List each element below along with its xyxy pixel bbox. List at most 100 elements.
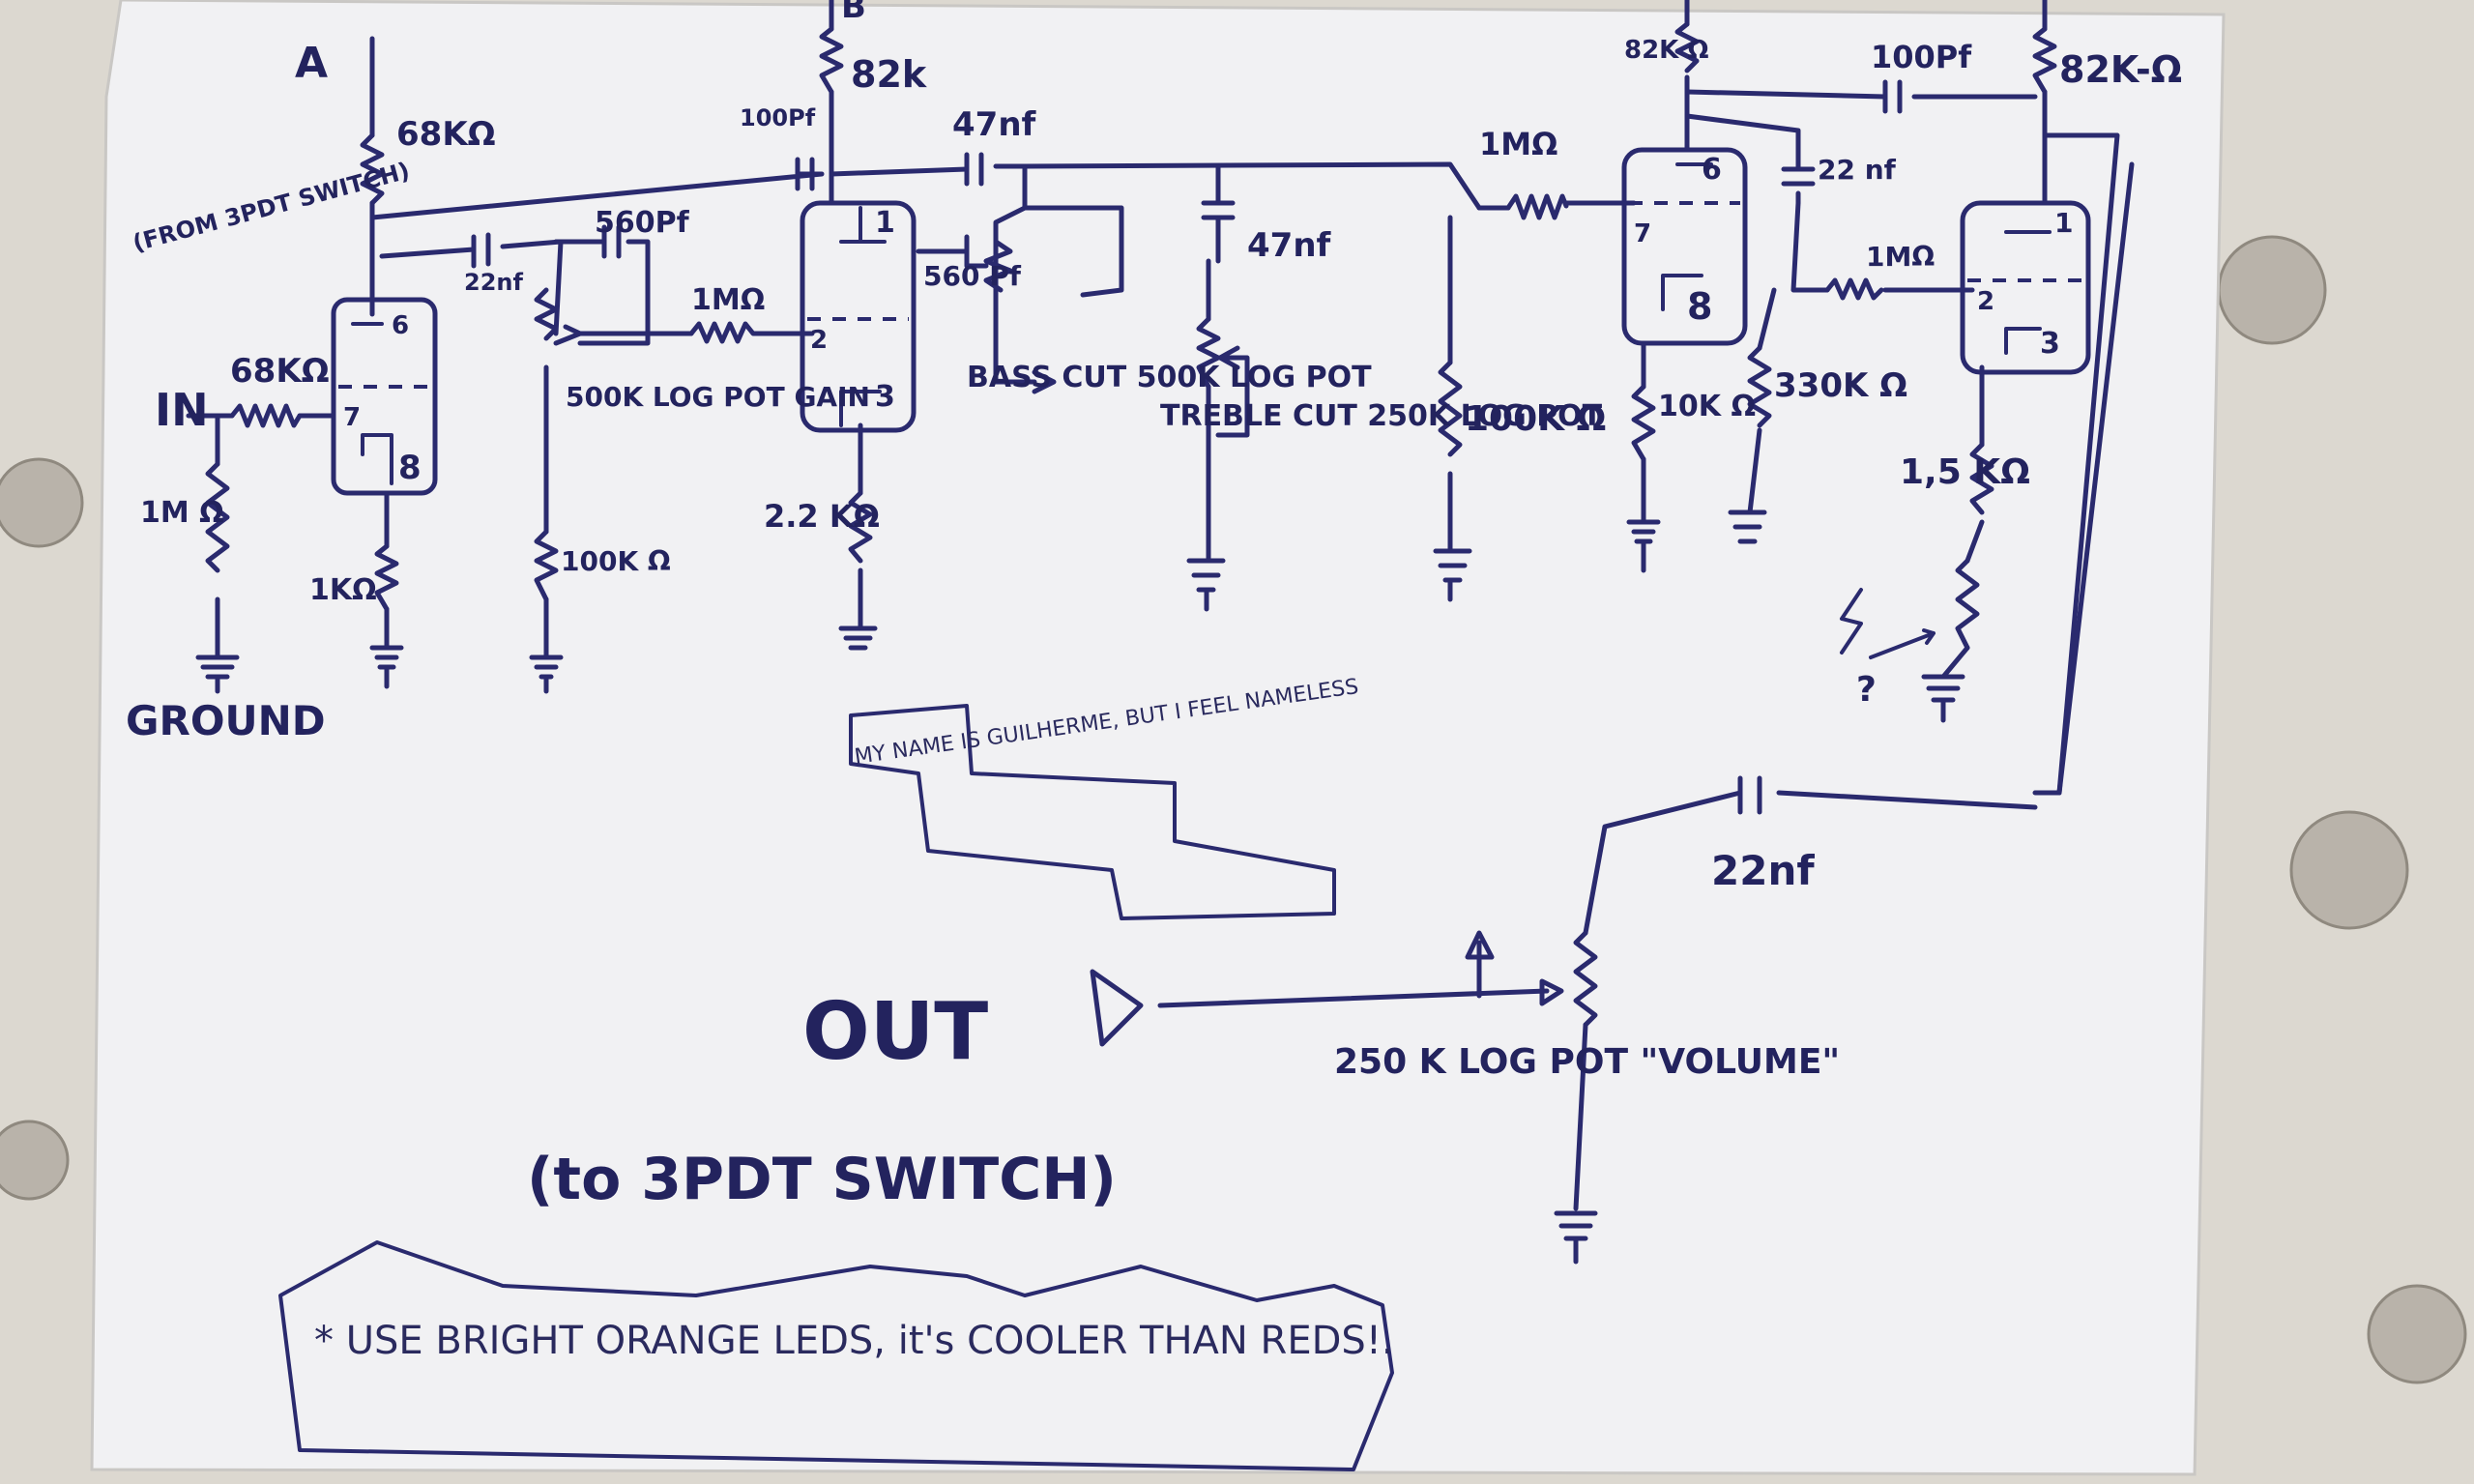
label-c-100pf-b: 100Pf [1871,39,1972,75]
pin-t3-top: 6 [1702,153,1722,187]
capacitor-560pf-a [601,224,622,259]
ground-arrow-bass [1032,369,1057,394]
label-c-22nf-out: 22nf [1711,847,1815,894]
capacitor-100pf-b [1882,79,1903,114]
label-treble-pot: TREBLE CUT 250K LOG POT [1160,399,1603,433]
volume-pot-arrow [1539,978,1564,1006]
resistor-82k-b [1674,21,1700,73]
resistor-1m-input [205,461,230,573]
ground-symbol-10 [1554,1210,1598,1265]
ground-symbol-2 [369,645,404,689]
resistors [205,21,2057,1028]
resistor-volume-pot [1573,930,1598,1028]
ground-symbol-3 [529,655,564,694]
label-r-1m-input: 1M Ω [140,496,224,530]
label-out: OUT [802,986,988,1078]
label-r-100k-b: 100K Ω [1465,399,1606,439]
capacitor-47nf-b [1201,200,1236,264]
resistor-bass-pot [983,239,1013,293]
tube-2 [800,200,917,433]
resistor-led [1955,558,1980,651]
label-a: A [295,39,328,88]
label-r-82k-b: 82K Ω [1624,36,1708,65]
out-arrowhead [1090,969,1144,1047]
labels: A B IN (FROM 3PDT SWITCH) 68KΩ 68KΩ 1M Ω… [126,0,2182,1363]
resistor-treble-pot [1196,316,1221,390]
tube-3 [1621,147,1748,346]
pin-t2-top: 1 [875,206,895,240]
label-c-22nf: 22nf [464,269,523,296]
pin-t4-top: 1 [2054,207,2073,239]
ground-symbol-4 [838,626,878,651]
resistor-1k [374,543,399,612]
volume-up-arrow [1465,930,1495,960]
led-note-text: * USE BRIGHT ORANGE LEDS, it's COOLER TH… [314,1319,1394,1363]
label-r-1m-a: 1MΩ [691,283,765,317]
label-in: IN [155,384,209,436]
wiring [186,0,2135,1211]
pin-t1-mid: 7 [343,403,361,432]
label-r-1m-b: 1MΩ [1479,126,1557,162]
ground-symbol-1 [195,655,240,694]
led-note-frame [278,1240,1394,1471]
label-b: B [841,0,866,26]
label-c-560pf-a: 560Pf [595,206,690,240]
led-arrow-icon [1869,628,1936,659]
resistor-100k-b [1438,360,1463,457]
grounds [195,369,1965,1265]
resistor-1m-b [1505,193,1569,220]
capacitors [471,79,1903,815]
ground-symbol-9 [1921,674,1965,723]
resistor-82k-a [819,26,844,95]
gain-pot-arrow [553,324,583,346]
led-lightning-icon [1840,588,1863,655]
pin-t2-mid: 2 [810,326,828,355]
capacitor-100pf-a [795,157,815,191]
resistor-10k [1631,384,1656,462]
label-c-47nf-a: 47nf [952,105,1037,144]
resistor-1k5 [1969,442,1994,515]
label-r-1k5: 1,5 KΩ [1900,452,2030,492]
resistor-330k [1747,345,1772,428]
pin-t3-mid: 7 [1634,219,1651,248]
resistor-68k-plate [360,132,385,206]
resistor-gain-pot [534,287,559,341]
ground-symbol-7 [1626,519,1661,573]
label-c-560pf-b: 560 Pf [923,260,1022,292]
pin-t3-bot: 8 [1687,285,1712,328]
tube-4 [1960,200,2091,375]
background-fabric [0,235,2467,1384]
label-r-10k: 10K Ω [1658,390,1756,423]
label-r-1m-c: 1MΩ [1866,241,1935,273]
label-c-100pf-a: 100Pf [740,104,816,131]
pin-t1-top: 6 [392,311,409,340]
label-led-question: ? [1856,670,1877,710]
resistor-68k-input [229,403,303,428]
capacitor-47nf-a [964,152,984,187]
label-to-switch: (to 3PDT SWITCH) [527,1146,1117,1213]
pin-t4-bot: 3 [2040,327,2060,361]
capacitor-22nf-a [471,232,491,269]
ground-symbol-5 [1186,558,1226,612]
pin-t1-bot: 8 [398,449,422,487]
paper-sheet [90,0,2226,1476]
label-ground: GROUND [126,697,326,744]
label-c-22nf-b: 22 nf [1818,154,1897,186]
capacitor-560pf-b [964,234,989,269]
label-bass-pot: BASS CUT 500K LOG POT [967,361,1372,394]
capacitor-22nf-b [1781,166,1816,187]
treble-pot-arrow [1217,345,1240,370]
label-pot-gain: 500K LOG POT GAIN [566,381,870,413]
label-r-82k-c: 82K-Ω [2059,48,2182,91]
ground-symbol-6 [1433,548,1472,602]
tube-1 [331,297,438,496]
label-c-47nf-b: 47nf [1247,226,1332,265]
pot-arrows [553,324,1936,1047]
label-r-330k: 330K Ω [1774,366,1907,405]
resistor-100k-a [534,529,559,602]
name-note-frame [849,704,1336,920]
label-r-68k-plate: 68KΩ [396,115,496,154]
resistor-1m-a [688,321,756,344]
ground-symbol-8 [1728,509,1767,544]
